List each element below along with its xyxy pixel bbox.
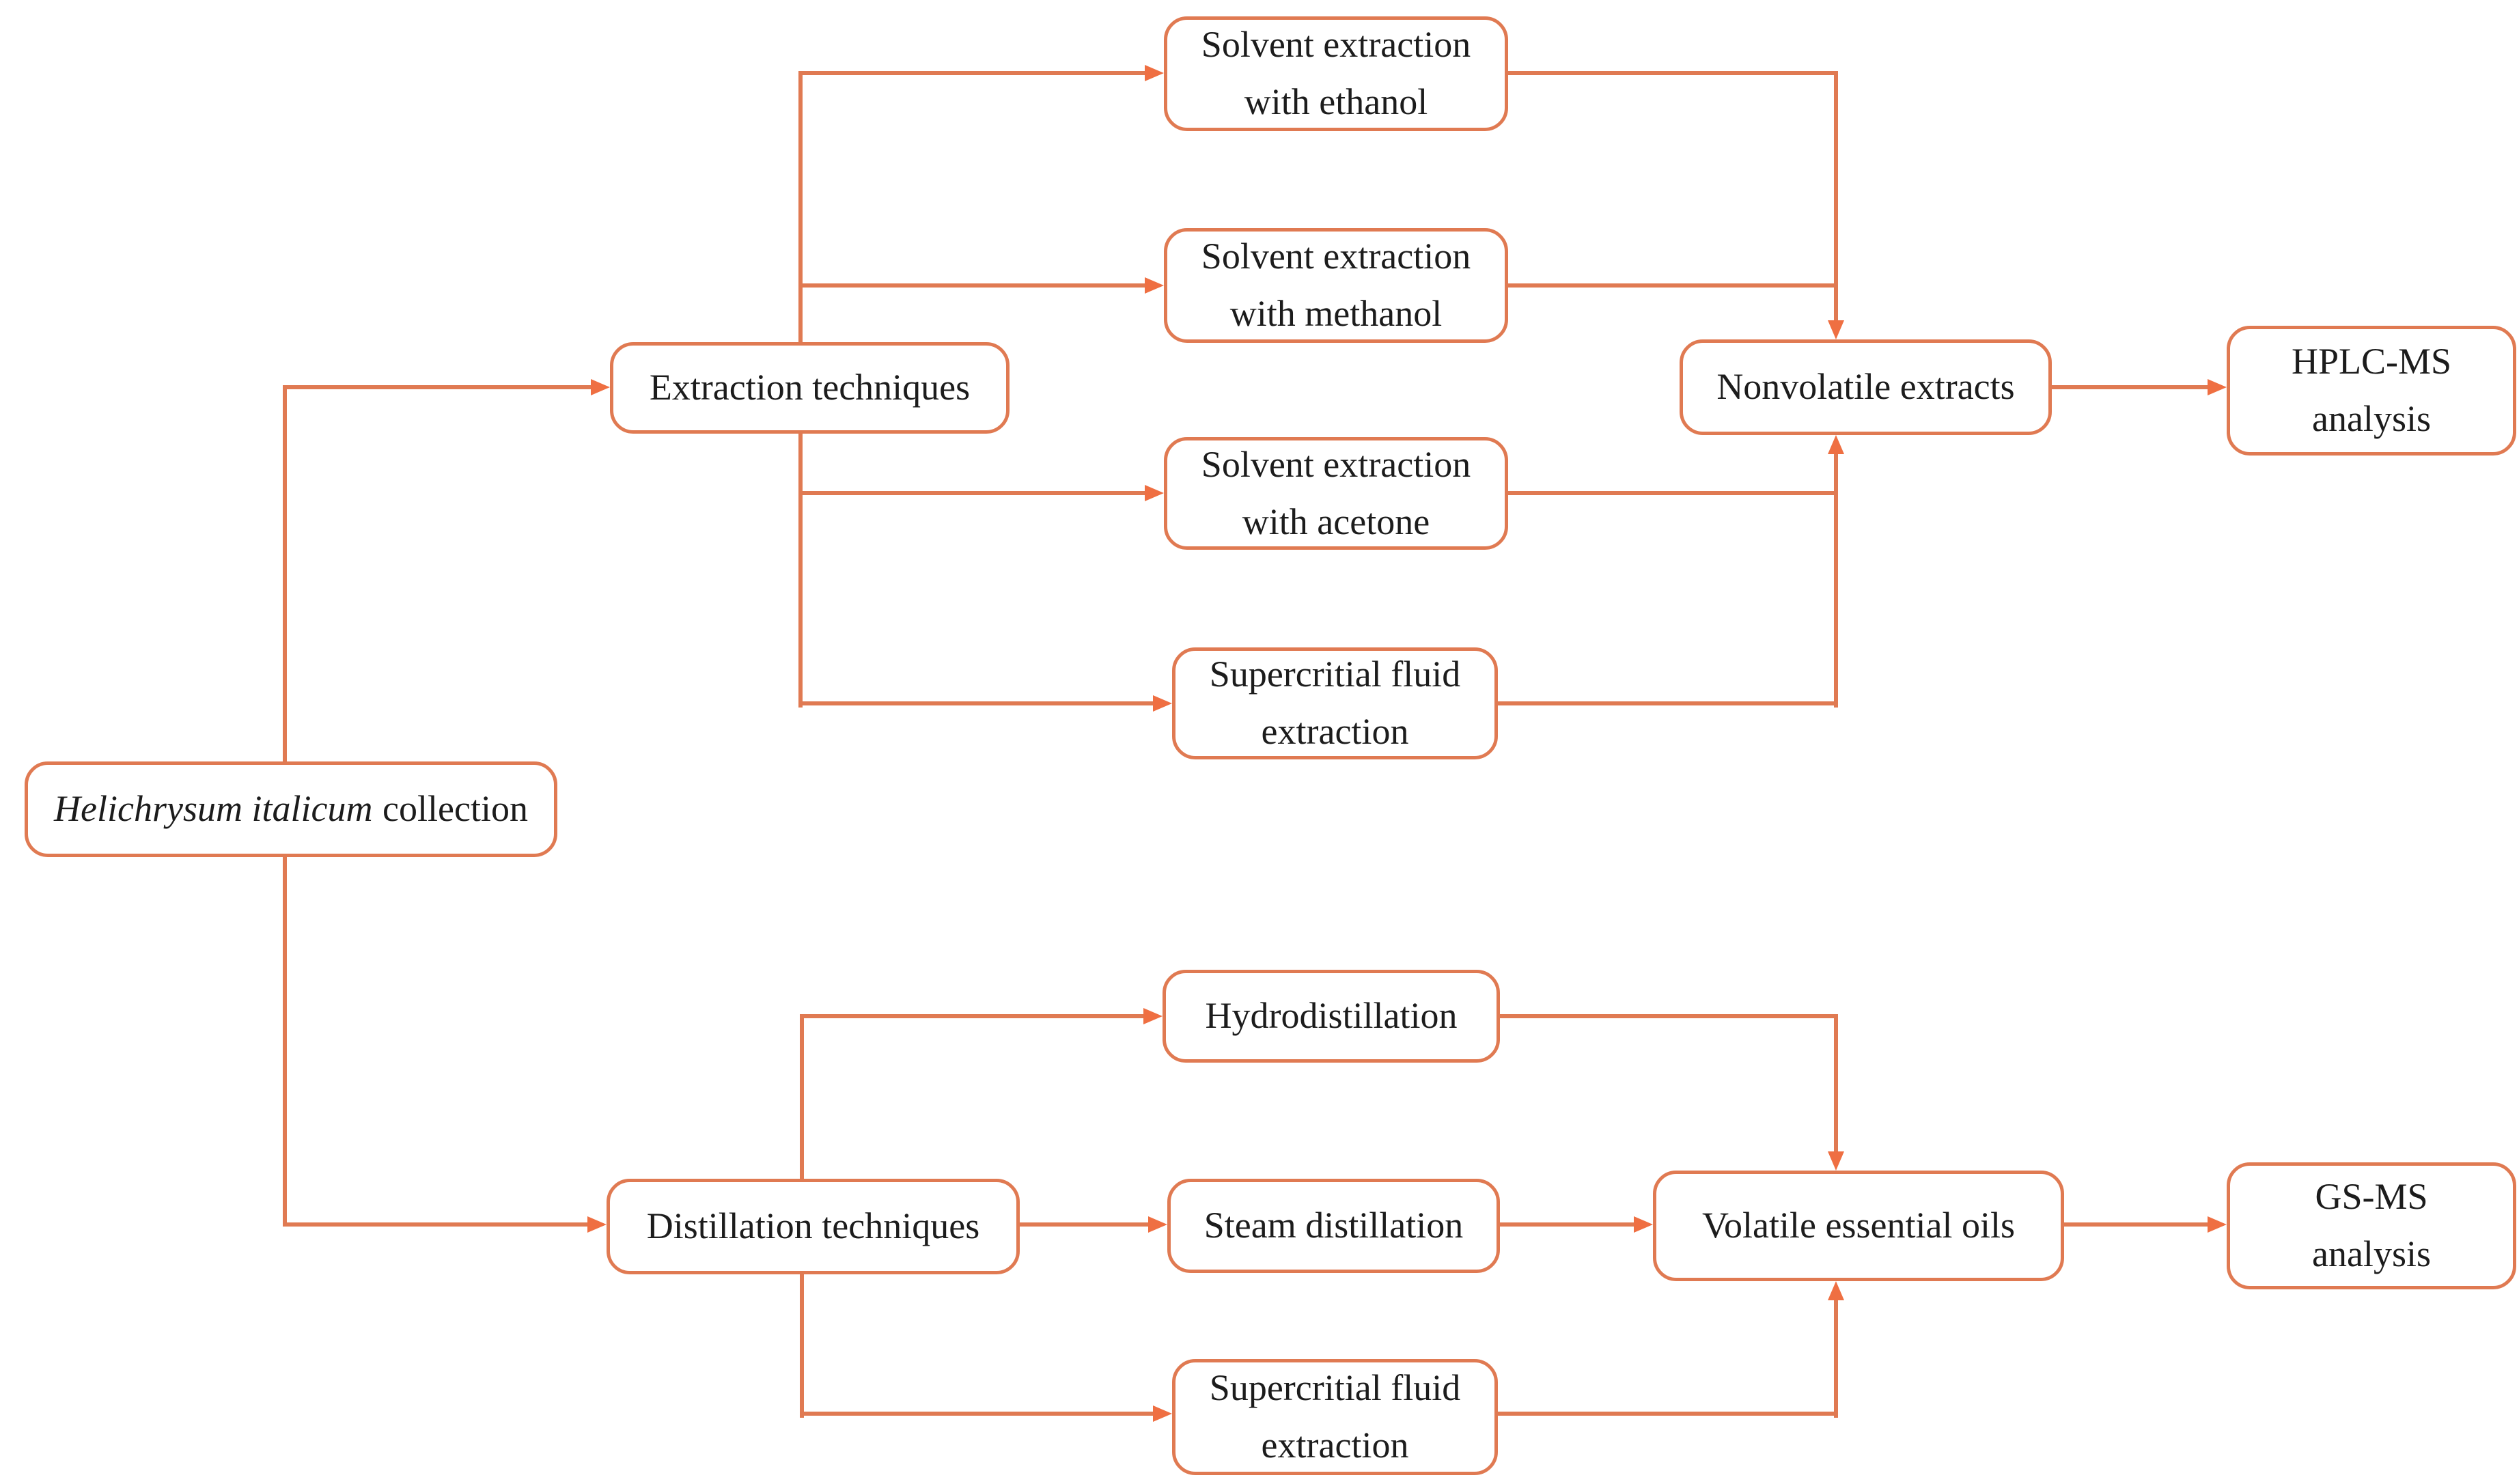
connector-acetone-out	[1508, 491, 1838, 495]
connector-distillation-steam	[1020, 1222, 1150, 1227]
connector-distillation-scfe	[800, 1412, 1154, 1416]
node-extraction-techniques: Extraction techniques	[610, 342, 1010, 434]
connector-extraction-methanol	[798, 283, 1146, 288]
connector-volatile-gsms	[2064, 1222, 2209, 1227]
connector-extraction-scfe	[798, 701, 1154, 705]
arrowhead-right-icon	[2208, 379, 2227, 395]
node-label: Hydrodistillation	[1205, 995, 1458, 1037]
connector-scfe-bottom-out	[1498, 1412, 1838, 1416]
arrowhead-right-icon	[1145, 277, 1164, 294]
arrowhead-up-icon	[1828, 435, 1844, 454]
node-hplc-ms-analysis: HPLC-MS analysis	[2227, 326, 2516, 456]
node-label: Extraction techniques	[649, 367, 971, 408]
connector-collection-extraction	[283, 385, 592, 389]
species-name: Helichrysum italicum	[54, 788, 373, 830]
node-label: GS-MS analysis	[2312, 1176, 2431, 1274]
connector-nonvolatile-bottom	[1834, 454, 1838, 708]
connector-nonvolatile-top	[1834, 71, 1838, 320]
node-label: Supercritial fluid extraction	[1209, 1367, 1461, 1466]
connector-volatile-top	[1834, 1014, 1838, 1151]
node-supercritical-fluid-bottom: Supercritial fluid extraction	[1172, 1359, 1498, 1475]
node-label: Distillation techniques	[646, 1205, 980, 1247]
node-solvent-acetone: Solvent extraction with acetone	[1164, 437, 1508, 550]
node-volatile-essential-oils: Volatile essential oils	[1653, 1171, 2064, 1281]
arrowhead-right-icon	[1153, 695, 1172, 712]
node-steam-distillation: Steam distillation	[1167, 1179, 1500, 1273]
connector-collection-distillation	[283, 1222, 589, 1227]
arrowhead-down-icon	[1828, 320, 1844, 339]
arrowhead-right-icon	[1634, 1216, 1653, 1233]
connector-extraction-acetone	[798, 491, 1146, 495]
connector-volatile-bottom	[1834, 1300, 1838, 1418]
node-label: Steam distillation	[1203, 1205, 1464, 1246]
node-label: Supercritial fluid extraction	[1209, 654, 1461, 752]
arrowhead-right-icon	[2208, 1216, 2227, 1233]
arrowhead-right-icon	[587, 1216, 607, 1233]
connector-ethanol-out	[1508, 71, 1838, 75]
connector-extraction-ethanol	[798, 71, 1146, 75]
arrowhead-right-icon	[1145, 65, 1164, 81]
node-gs-ms-analysis: GS-MS analysis	[2227, 1162, 2516, 1289]
arrowhead-down-icon	[1828, 1151, 1844, 1171]
connector-scfe-top-out	[1498, 701, 1838, 705]
node-label: Solvent extraction with ethanol	[1201, 24, 1471, 122]
node-hydrodistillation: Hydrodistillation	[1163, 970, 1500, 1063]
connector-nonvolatile-hplc	[2052, 385, 2209, 389]
node-label: Nonvolatile extracts	[1716, 366, 2015, 408]
node-solvent-ethanol: Solvent extraction with ethanol	[1164, 16, 1508, 131]
arrowhead-right-icon	[591, 379, 610, 395]
node-distillation-techniques: Distillation techniques	[607, 1179, 1020, 1274]
arrowhead-right-icon	[1145, 485, 1164, 501]
node-label: Solvent extraction with acetone	[1201, 443, 1471, 542]
connector-distillation-hydro	[800, 1014, 1145, 1018]
node-solvent-methanol: Solvent extraction with methanol	[1164, 228, 1508, 343]
connector-hydro-out	[1500, 1014, 1838, 1018]
connector-steam-out	[1500, 1222, 1635, 1227]
arrowhead-right-icon	[1143, 1008, 1163, 1024]
node-nonvolatile-extracts: Nonvolatile extracts	[1680, 339, 2052, 435]
node-supercritical-fluid-top: Supercritial fluid extraction	[1172, 647, 1498, 759]
node-label: Volatile essential oils	[1702, 1205, 2015, 1246]
arrowhead-right-icon	[1153, 1405, 1172, 1422]
node-label: HPLC-MS analysis	[2291, 341, 2452, 439]
arrowhead-right-icon	[1148, 1216, 1167, 1233]
arrowhead-up-icon	[1828, 1281, 1844, 1300]
connector-methanol-out	[1508, 283, 1838, 288]
node-label: Solvent extraction with methanol	[1201, 236, 1471, 334]
collection-suffix: collection	[382, 788, 528, 830]
